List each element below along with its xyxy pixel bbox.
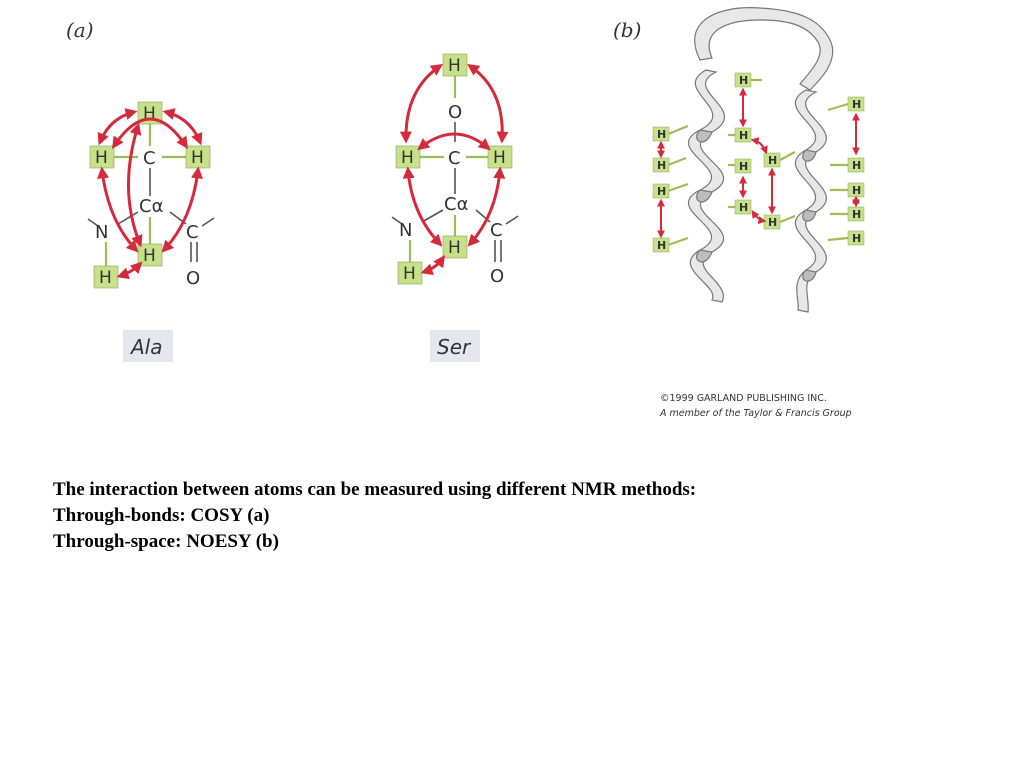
nmr-figure: (a) (b) H H H C Cα N C O H H: [66, 7, 865, 419]
ala-h-right: H: [191, 148, 204, 168]
ala-c: C: [143, 148, 156, 169]
noe-h: H: [852, 232, 861, 245]
ser-calpha: Cα: [444, 194, 468, 215]
ser-h-hydroxyl: H: [448, 56, 461, 76]
panel-b-label: (b): [613, 18, 641, 42]
ser-molecule: H O H C H Cα N C O H H Ser: [391, 53, 519, 362]
ser-c-carbonyl: C: [490, 220, 503, 241]
noe-h: H: [852, 184, 861, 197]
noe-h: H: [768, 154, 777, 167]
caption: The interaction between atoms can be mea…: [53, 477, 696, 555]
noe-h: H: [852, 159, 861, 172]
helix-left-protons: H H H H: [652, 124, 689, 253]
noe-h: H: [739, 160, 748, 173]
ser-n: N: [399, 220, 412, 241]
ala-c-carbonyl: C: [186, 222, 199, 243]
noe-h: H: [852, 98, 861, 111]
ala-h-amide: H: [99, 268, 112, 288]
ala-calpha: Cα: [139, 196, 163, 217]
helix-diagram: H H H H H H H H H H: [652, 7, 865, 313]
noe-h: H: [739, 129, 748, 142]
ala-n: N: [95, 222, 108, 243]
ser-h-amide: H: [403, 264, 416, 284]
ser-o-hydroxyl: O: [448, 102, 462, 123]
noe-h: H: [739, 74, 748, 87]
helix-middle-protons: H H H H H H: [728, 72, 796, 230]
noe-h: H: [657, 128, 666, 141]
ser-label: Ser: [437, 335, 472, 359]
ser-h-alpha: H: [448, 238, 461, 258]
ser-c: C: [448, 148, 461, 169]
caption-line-2: Through-bonds: COSY (a): [53, 505, 270, 526]
ser-o: O: [490, 266, 504, 287]
noe-h: H: [657, 159, 666, 172]
caption-line-3: Through-space: NOESY (b): [53, 531, 279, 552]
helix-right-protons: H H H H H: [827, 96, 865, 246]
noe-h: H: [852, 208, 861, 221]
ala-label: Ala: [129, 335, 163, 359]
panel-a-label: (a): [66, 18, 94, 42]
copyright-line-1: ©1999 GARLAND PUBLISHING INC.: [660, 393, 827, 404]
ser-h-right: H: [493, 148, 506, 168]
copyright-line-2: A member of the Taylor & Francis Group: [659, 408, 852, 419]
noe-h: H: [739, 201, 748, 214]
ala-h-left: H: [95, 148, 108, 168]
noe-h: H: [657, 239, 666, 252]
ala-molecule: H H H C Cα N C O H H Ala: [87, 101, 215, 362]
ala-o: O: [186, 268, 200, 289]
ser-h-left: H: [401, 148, 414, 168]
ala-h-alpha: H: [143, 246, 156, 266]
noe-h: H: [768, 216, 777, 229]
caption-line-1: The interaction between atoms can be mea…: [53, 479, 697, 500]
noe-h: H: [657, 185, 666, 198]
